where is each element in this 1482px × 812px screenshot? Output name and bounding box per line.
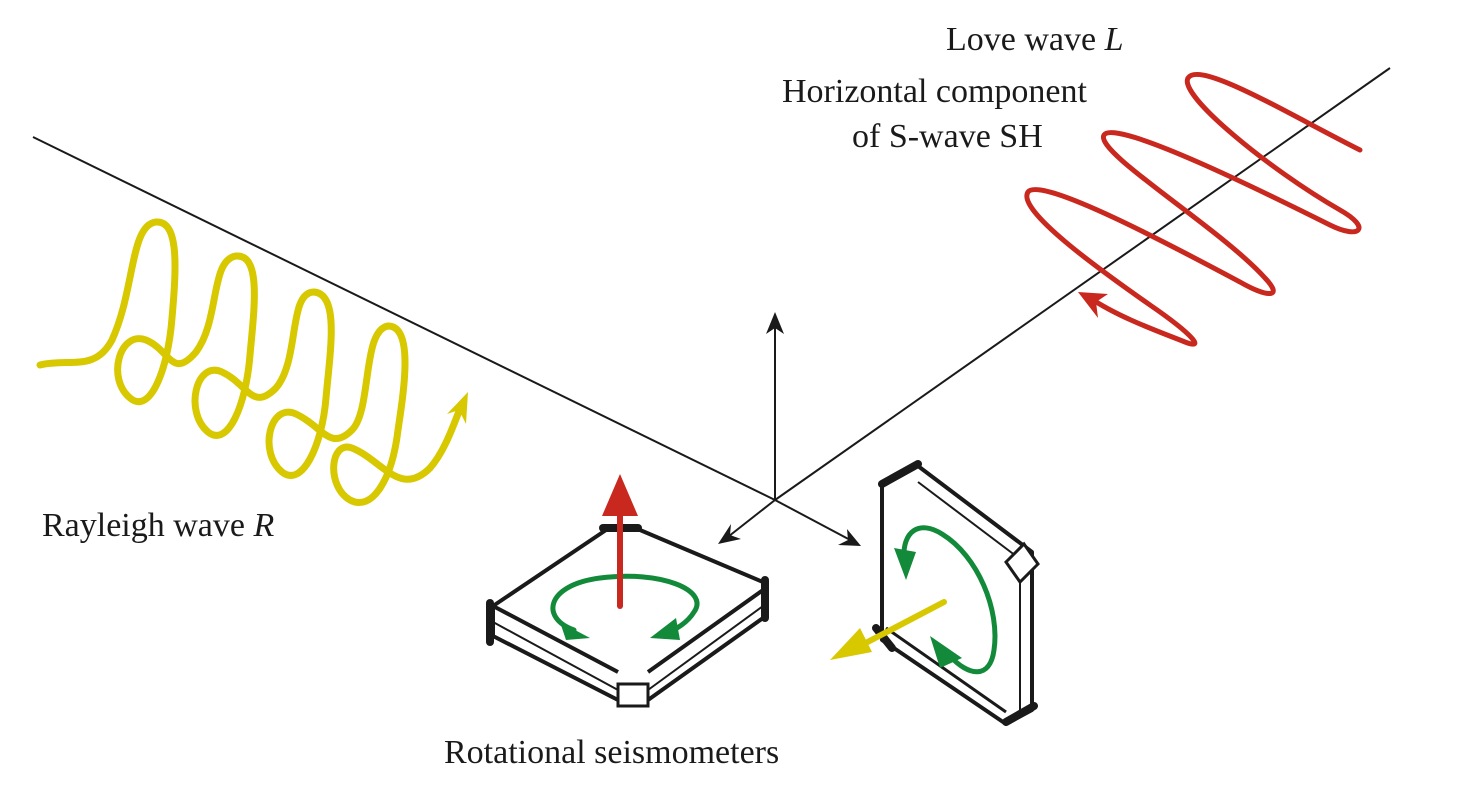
horizontal-motion-arrowhead bbox=[830, 628, 872, 660]
vertical-seismometer-edge-inner-bottom bbox=[885, 626, 1007, 714]
rayleigh-arrowhead bbox=[447, 392, 468, 424]
vertical-seismometer-bottom-cap bbox=[1002, 702, 1038, 726]
love-wave-coil bbox=[1024, 71, 1363, 347]
vertical-seismometer-left-cap bbox=[872, 624, 896, 652]
rayleigh-propagation-line bbox=[32, 136, 776, 501]
axis-left bbox=[723, 499, 776, 541]
axis-left-arrowhead bbox=[718, 524, 741, 544]
vertical-rotation-arrowhead-top bbox=[894, 548, 916, 580]
love-arrowhead bbox=[1078, 292, 1108, 318]
horizontal-seismometer-body bbox=[491, 528, 765, 702]
rayleigh-wave-label: Rayleigh wave R bbox=[42, 506, 274, 546]
love-wave-label-symbol: L bbox=[1104, 21, 1124, 58]
sh-label-line2: of S-wave SH bbox=[852, 118, 1043, 155]
horizontal-seismometer-edge-inner-right bbox=[647, 605, 764, 691]
horizontal-seismometer-edge-left bbox=[492, 604, 619, 674]
rotational-seismometers-label: Rotational seismometers bbox=[444, 734, 780, 771]
horizontal-motion-arrow-shaft bbox=[857, 599, 947, 649]
love-wave-label: Love wave L bbox=[946, 20, 1124, 60]
vertical-rotation-arc bbox=[901, 525, 998, 675]
love-wave-label-text: Love wave bbox=[946, 21, 1097, 58]
love-wave bbox=[1024, 71, 1363, 347]
rayleigh-wave-label-symbol: R bbox=[253, 507, 275, 544]
vertical-motion-arrowhead bbox=[602, 474, 638, 516]
horizontal-rotation-arrowhead-left bbox=[560, 622, 590, 640]
horizontal-rotational-seismometer bbox=[486, 474, 769, 708]
love-propagation-line bbox=[774, 67, 1391, 501]
vertical-rotation-arrowhead-bottom bbox=[930, 636, 962, 668]
coordinate-axes bbox=[718, 312, 861, 546]
rayleigh-wave-coil bbox=[36, 218, 466, 506]
rayleigh-wave bbox=[36, 218, 468, 506]
axis-vertical-arrowhead bbox=[766, 312, 784, 334]
horizontal-rotation-arrowhead-right bbox=[650, 618, 680, 640]
horizontal-seismometer-front-block bbox=[616, 682, 650, 708]
horizontal-rotation-arc bbox=[550, 573, 700, 637]
horizontal-seismometer-edge-inner-left bbox=[492, 621, 619, 691]
vertical-seismometer-top-cap bbox=[878, 460, 922, 488]
sh-label-line1: Horizontal component bbox=[782, 73, 1087, 110]
vertical-rotational-seismometer bbox=[830, 460, 1040, 726]
vertical-seismometer-side-block bbox=[1004, 541, 1040, 585]
vertical-seismometer-edge-inner-top bbox=[917, 481, 1017, 557]
vertical-seismometer-body bbox=[880, 464, 1034, 726]
rayleigh-wave-label-text: Rayleigh wave bbox=[42, 507, 245, 544]
horizontal-seismometer-edge-right bbox=[646, 588, 765, 674]
axis-right-arrowhead bbox=[838, 529, 861, 546]
axis-right bbox=[774, 499, 855, 543]
